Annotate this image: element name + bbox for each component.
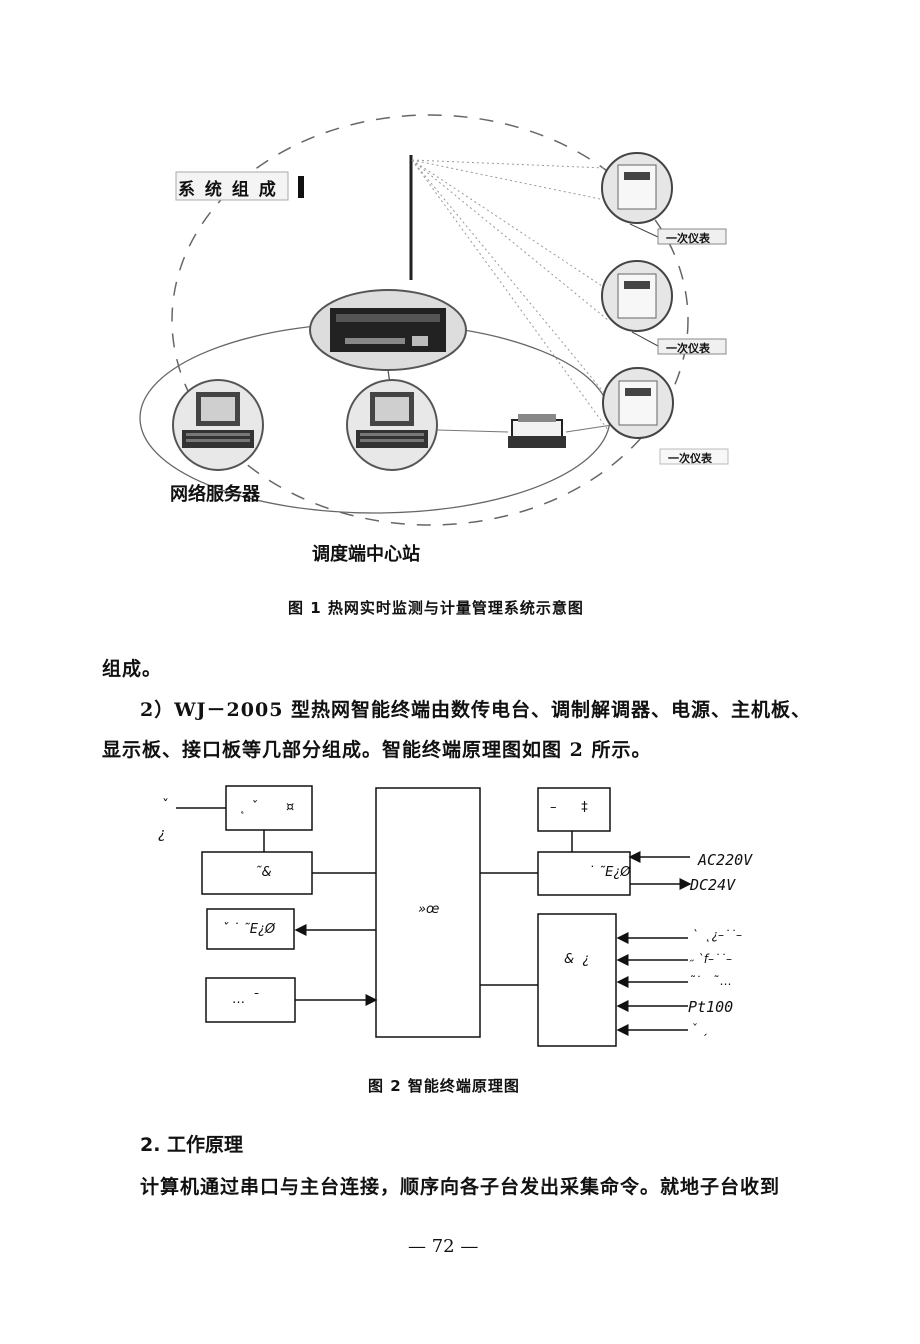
meter-1 [601, 152, 727, 245]
text-line-2: 2）WJ－2005 型热网智能终端由数传电台、调制解调器、电源、主机板、 [140, 699, 812, 721]
server-label: 网络服务器 [170, 484, 260, 505]
meter-label-1: 一次仪表 [666, 232, 710, 245]
modem-box-label: ˜& [255, 865, 272, 880]
interface-box-label: & ¿ [564, 952, 590, 967]
display-box-label: ˇ ˙ ˜E¿Ø [222, 922, 276, 937]
title-bar-icon [298, 176, 304, 198]
radio-box [225, 785, 313, 831]
pt100-label: Pt100 [688, 998, 734, 1016]
dispatch-device-icon [330, 308, 446, 352]
cpu-box [375, 787, 481, 1038]
title-box [175, 171, 289, 201]
fig2-left-glyph-1: ˇ [162, 798, 169, 814]
system-boundary-ellipse [171, 114, 689, 526]
keyboard-box-label: … ˉ [232, 992, 260, 1007]
power-box-label: ˙ ˜E¿Ø [588, 865, 631, 880]
page-number: — 72 — [408, 1236, 479, 1257]
text-line-3: 显示板、接口板等几部分组成。智能终端原理图如图 2 所示。 [102, 739, 652, 761]
figure-2-block-diagram [176, 785, 692, 1047]
backup-box [537, 787, 611, 832]
section-heading: 2. 工作原理 [140, 1134, 244, 1156]
server-computer-icon [182, 392, 254, 448]
ac-input-label: AC220V [698, 851, 753, 869]
meter-label-3: 一次仪表 [668, 452, 712, 465]
center-station-label: 调度端中心站 [312, 544, 420, 565]
backup-box-label: – ‡ [550, 800, 588, 815]
fig2-left-glyph-2: ¿ [158, 826, 166, 842]
input-label-1: ˋ ˛¿–˙˙– [692, 928, 742, 942]
meter-2 [601, 260, 727, 355]
input-label-2: ˶ ˋf–˙˙– [690, 952, 733, 966]
radio-box-label: ˛ ˇ ¤ [240, 800, 295, 815]
center-computer-icon [356, 392, 428, 448]
cpu-box-label: »œ [418, 902, 440, 917]
radio-links [411, 159, 611, 431]
figure1-caption: 图 1 热网实时监测与计量管理系统示意图 [288, 599, 584, 617]
figure2-caption: 图 2 智能终端原理图 [368, 1077, 520, 1095]
display-box [206, 908, 295, 950]
input-label-3: ˜˙ ˜… [690, 974, 732, 988]
figure-1-diagram [139, 114, 729, 526]
dc-output-label: DC24V [690, 876, 736, 894]
input-label-5: ˇ ˏ [692, 1022, 708, 1036]
printer-icon [508, 414, 566, 448]
text-line-1: 组成。 [102, 658, 163, 680]
meter-3 [602, 367, 729, 465]
figure1-title: 系 统 组 成 [178, 180, 278, 200]
interface-box [537, 913, 617, 1047]
section-paragraph: 计算机通过串口与主台连接，顺序向各子台发出采集命令。就地子台收到 [140, 1176, 781, 1198]
meter-label-2: 一次仪表 [666, 342, 710, 355]
